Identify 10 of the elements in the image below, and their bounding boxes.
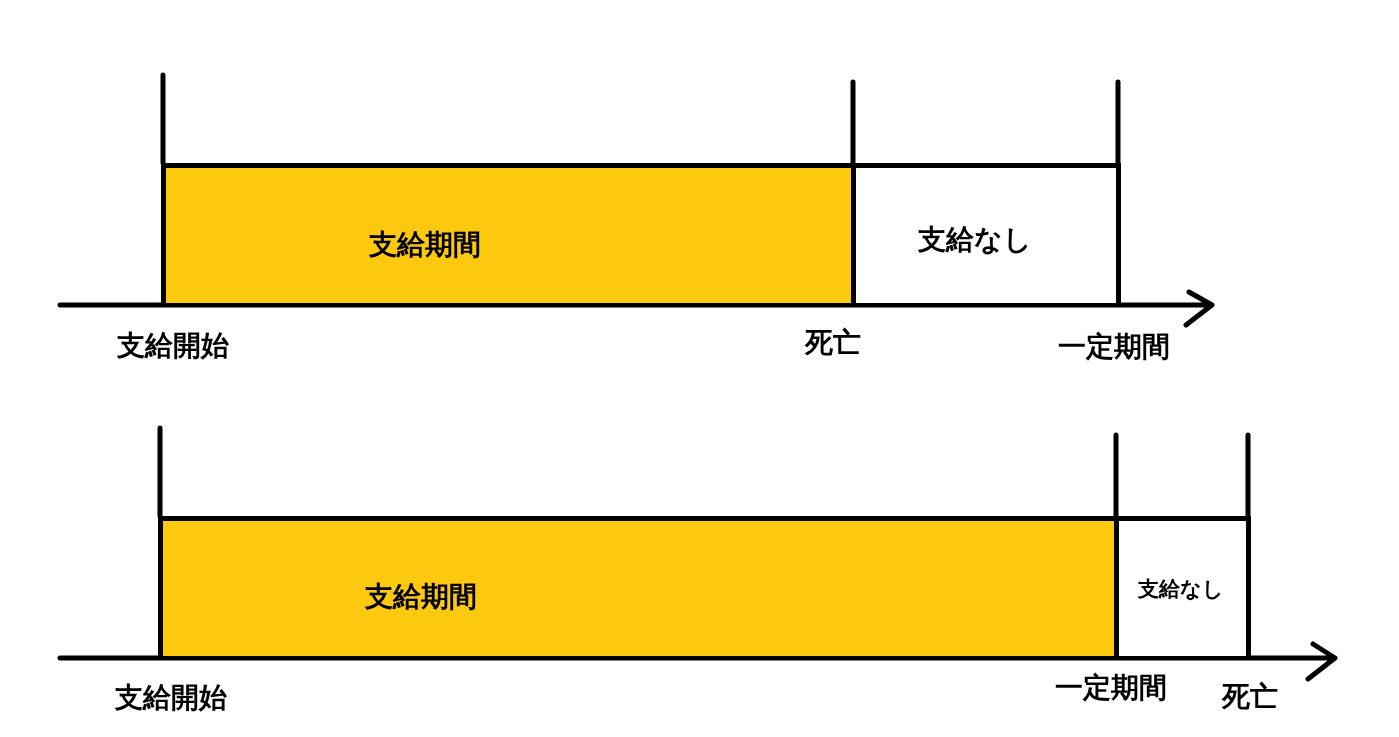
time-point-label: 支給開始 [115,681,227,715]
period-label: 支給なし [918,223,1032,257]
period-label: 支給なし [1138,576,1224,602]
time-point-label: 死亡 [1222,680,1278,714]
period-label: 支給期間 [369,228,481,262]
time-point-label: 支給開始 [117,329,229,363]
time-point-label: 一定期間 [1058,330,1170,364]
period-label: 支給期間 [365,580,477,614]
time-point-label: 死亡 [805,326,861,360]
time-point-label: 一定期間 [1055,671,1167,705]
